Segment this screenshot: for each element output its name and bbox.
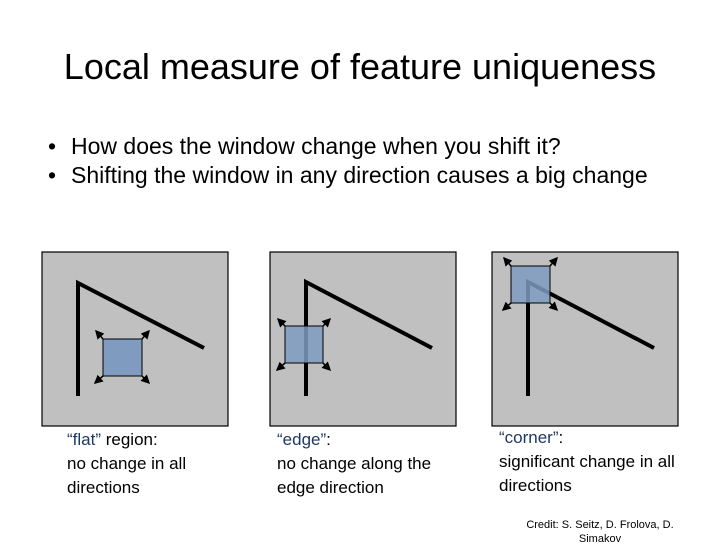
caption-quoted-term: “flat” [67, 430, 101, 449]
corner-region-panel [491, 251, 679, 427]
flat-caption: “flat” region: no change in all directio… [67, 428, 257, 500]
caption-quoted-term: “corner” [499, 428, 559, 447]
caption-quoted-term: “edge” [277, 430, 327, 449]
caption-suffix: : [558, 428, 564, 447]
corner-caption: “corner”: significant change in all dire… [499, 426, 679, 498]
shift-arrows-icon [93, 329, 151, 385]
caption-text: no change in all directions [67, 454, 187, 497]
caption-text: no change along the edge direction [277, 454, 432, 497]
flat-region-panel [41, 251, 229, 427]
bullet-list: How does the window change when you shif… [48, 132, 688, 190]
window-square [510, 265, 551, 304]
edge-caption: “edge”: no change along the edge directi… [277, 428, 452, 500]
edge-region-panel [269, 251, 457, 427]
bullet-item: Shifting the window in any direction cau… [48, 161, 688, 190]
caption-suffix: region: [101, 430, 158, 449]
window-square [102, 338, 143, 377]
credit-line: Credit: S. Seitz, D. Frolova, D. Simakov [526, 519, 674, 545]
shift-arrows-icon [501, 256, 559, 312]
bullet-item: How does the window change when you shif… [48, 132, 688, 161]
slide-title: Local measure of feature uniqueness [63, 46, 657, 87]
shift-arrows-icon [275, 317, 332, 372]
caption-suffix: : [326, 430, 331, 449]
window-square [284, 325, 324, 364]
caption-text: significant change in all directions [499, 452, 675, 495]
